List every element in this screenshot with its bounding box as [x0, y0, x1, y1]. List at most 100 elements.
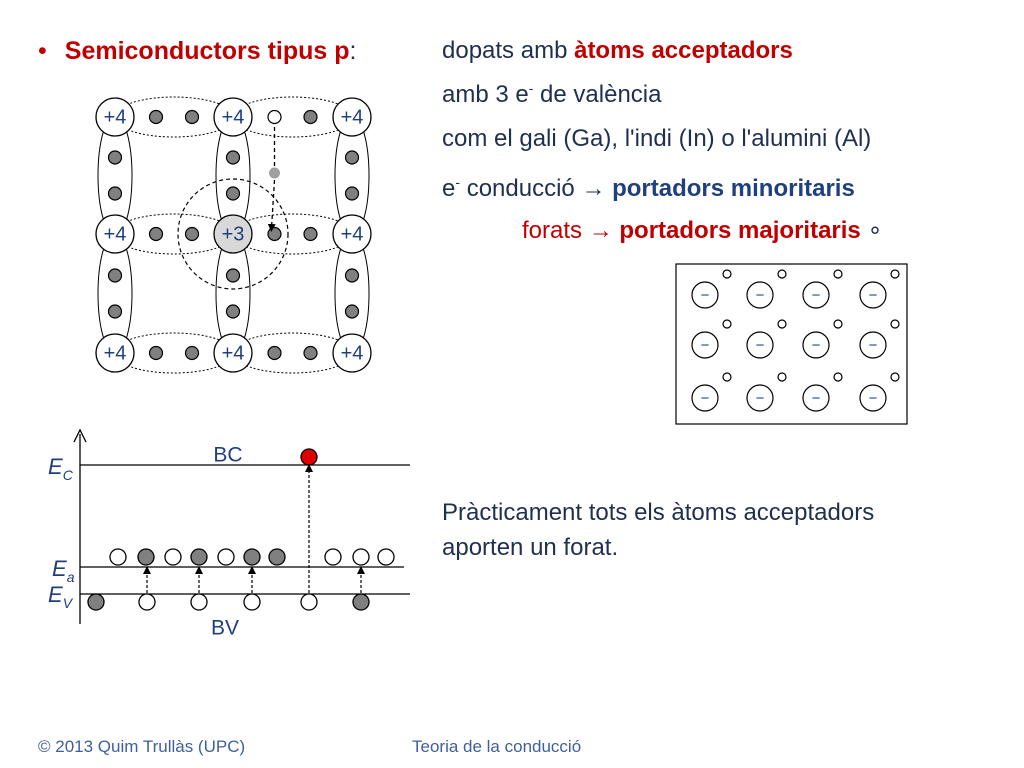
desc-line-4-e: e	[442, 175, 456, 202]
electron-dot	[225, 268, 241, 283]
acceptor-atom	[213, 214, 253, 254]
atom-label: +4	[341, 106, 364, 128]
electron-dot	[225, 150, 241, 165]
empty-acceptor-state	[217, 548, 235, 566]
desc-line-3: com el gali (Ga), l'indi (In) o l'alumin…	[442, 125, 872, 152]
silicon-atom	[332, 97, 372, 137]
energy-axis-arrow	[73, 428, 87, 443]
valence-electron	[352, 593, 370, 611]
desc-line-2-suffix: de valència	[533, 81, 662, 108]
silicon-atom	[332, 214, 372, 254]
arrow-icon: →	[588, 217, 613, 244]
desc-line-4-emph: portadors minoritaris	[605, 175, 855, 202]
arrow-icon: →	[581, 175, 606, 202]
hole-dot	[833, 372, 843, 382]
empty-acceptor-state	[324, 548, 342, 566]
atom-label: +4	[104, 106, 127, 128]
ion-charge: −	[756, 390, 765, 407]
ion-charge: −	[812, 337, 821, 354]
moving-electron	[269, 167, 280, 179]
atom-label: +4	[222, 342, 245, 364]
acceptor-ion	[746, 331, 774, 359]
desc-line-1: dopats amb àtoms acceptadors	[442, 36, 793, 66]
hole-dot	[890, 269, 900, 279]
empty-acceptor-state	[164, 548, 182, 566]
desc-line-4-sup: -	[455, 174, 461, 190]
electron-dot	[225, 304, 241, 319]
desc-line-5-prefix: forats	[522, 217, 589, 244]
ionized-acceptor	[243, 548, 261, 566]
hole-symbol-icon: ∘	[867, 217, 883, 244]
electron-dot	[303, 226, 318, 242]
acceptor-ion	[859, 331, 887, 359]
electron-dot	[107, 150, 123, 165]
atom-label: +4	[104, 342, 127, 364]
hole-dot	[890, 372, 900, 382]
acceptor-ion	[802, 281, 830, 309]
acceptor-ion	[691, 384, 719, 412]
acceptor-ion	[802, 331, 830, 359]
title-colon: :	[349, 37, 357, 65]
crystal-lattice: +4+4+4+4+3+4+4+4+4	[95, 96, 372, 374]
acceptor-ion	[746, 281, 774, 309]
hole-dot	[833, 319, 843, 329]
electron-dot	[107, 304, 123, 319]
silicon-atom	[95, 97, 135, 137]
label-ec: EC	[48, 454, 74, 483]
hole-dot	[722, 372, 732, 382]
acceptor-ion	[859, 281, 887, 309]
empty-acceptor-state	[377, 548, 395, 566]
electron-dot	[303, 345, 318, 361]
acceptor-orbit	[177, 178, 289, 290]
silicon-atom	[213, 97, 253, 137]
electron-dot	[267, 226, 282, 242]
silicon-atom	[95, 214, 135, 254]
silicon-atom	[95, 333, 135, 373]
electron-dot	[344, 304, 360, 319]
hole-dot	[722, 319, 732, 329]
desc-line-2-prefix: amb 3 e	[442, 81, 529, 108]
electron-dot	[107, 268, 123, 283]
label-bc: BC	[213, 444, 242, 467]
valence-hole	[300, 593, 318, 611]
ion-charge: −	[869, 287, 878, 304]
slide-title: • Semiconductors tipus p:	[38, 36, 356, 66]
empty-acceptor-state	[109, 548, 127, 566]
empty-acceptor-state	[352, 548, 370, 566]
ionized-acceptor	[268, 548, 286, 566]
bullet-icon: •	[38, 37, 47, 65]
label-ea: Ea	[52, 556, 75, 585]
electron-dot	[148, 345, 164, 361]
electron-dot	[344, 150, 360, 165]
electron-dot	[267, 345, 282, 361]
ion-charge: −	[812, 287, 821, 304]
hole-dot	[777, 319, 787, 329]
desc-line-2: amb 3 e- de valència	[442, 80, 661, 110]
conclusion-line-1: Pràcticament tots els àtoms acceptadors	[442, 499, 875, 526]
hole-dot	[777, 372, 787, 382]
ion-charge: −	[869, 390, 878, 407]
atom-label: +4	[222, 106, 245, 128]
acceptor-ion	[691, 281, 719, 309]
acceptor-ion	[746, 384, 774, 412]
ionized-acceptor	[137, 548, 155, 566]
acceptor-ion	[859, 384, 887, 412]
title-term: Semiconductors tipus p	[64, 37, 350, 65]
hole-dot	[777, 269, 787, 279]
atom-label: +4	[341, 342, 364, 364]
electron-dot	[184, 226, 200, 242]
ion-charge: −	[756, 287, 765, 304]
desc-line-2-sup: -	[528, 80, 534, 96]
silicon-atom	[332, 333, 372, 373]
hole-dot	[722, 269, 732, 279]
desc-line-5: forats → portadors majoritaris ∘	[522, 216, 882, 246]
atom-label: +4	[341, 223, 364, 245]
desc-line-4-mid: conducció	[460, 175, 582, 202]
electron-dot	[344, 186, 360, 201]
atom-label: +3	[222, 223, 245, 245]
footer-course: Teoria de la conducció	[412, 737, 582, 756]
conduction-electron	[300, 448, 318, 466]
electron-dot	[107, 186, 123, 201]
